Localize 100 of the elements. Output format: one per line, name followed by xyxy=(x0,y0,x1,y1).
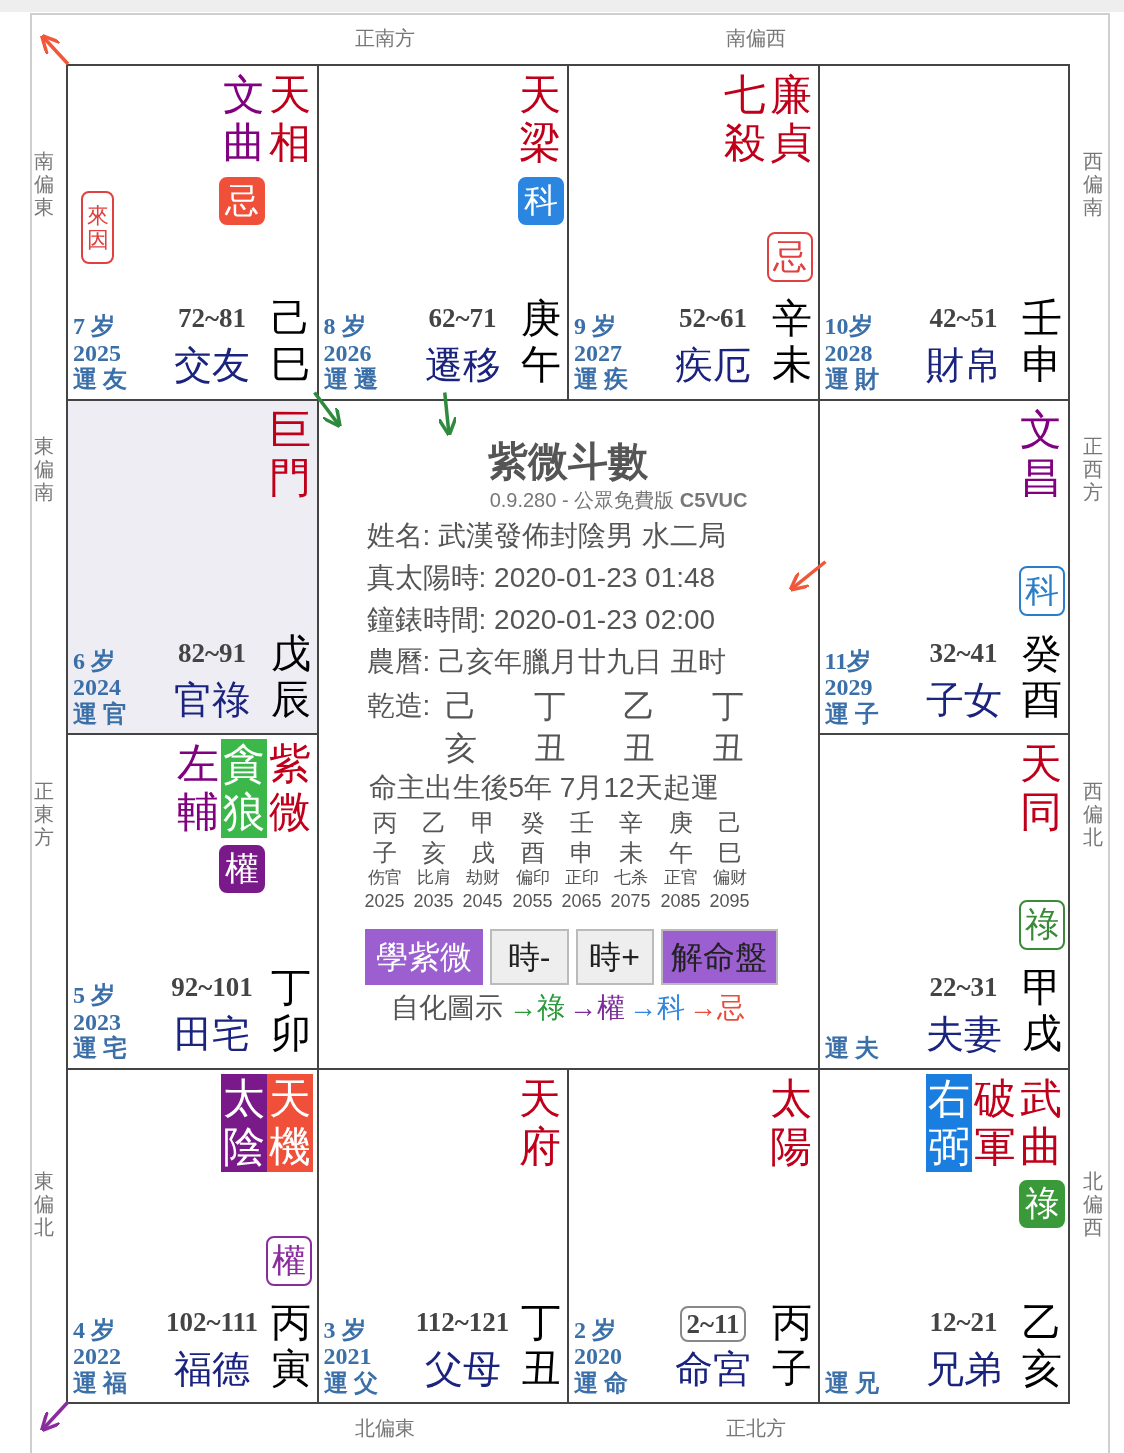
transform-arrow xyxy=(788,560,827,592)
pillar-character: 丑 xyxy=(710,728,745,767)
luck-branch: 未 xyxy=(617,838,644,868)
year-label: 2028 xyxy=(824,339,874,367)
yearly-luck-label: 運 官 xyxy=(73,700,127,727)
age-label: 6 岁 xyxy=(73,647,116,675)
pillar-character: 己 xyxy=(443,686,478,725)
transform-arrow xyxy=(313,391,342,429)
transform-arrow-legend: →祿 xyxy=(509,990,565,1025)
decade-range: 2~11 xyxy=(680,1305,746,1342)
stem-branch: 癸酉 xyxy=(1022,630,1062,723)
star-name: 太陽 xyxy=(768,1074,813,1172)
luck-year: 2075 xyxy=(609,890,652,913)
ten-god-label: 七杀 xyxy=(612,867,649,888)
stem-branch: 丙子 xyxy=(771,1299,812,1392)
decade-range: 52~61 xyxy=(678,302,747,335)
direction-label: 正南方 xyxy=(355,26,415,50)
direction-label: 正東方 xyxy=(34,780,54,849)
decade-range: 12~21 xyxy=(929,1305,998,1338)
chart-type-label: 乾造: xyxy=(366,688,431,723)
star-name: 廉貞 xyxy=(768,71,813,169)
stem-branch: 己巳 xyxy=(270,296,311,388)
luck-stem: 丙 xyxy=(371,808,398,838)
action-button: 時+ xyxy=(575,928,654,985)
transform-arrow-legend: →權 xyxy=(569,990,625,1025)
luck-branch: 午 xyxy=(667,838,694,868)
decade-range: 32~41 xyxy=(929,636,998,669)
luck-stem: 甲 xyxy=(469,808,496,838)
luck-stem: 己 xyxy=(716,808,743,838)
transform-arrow-legend: →科 xyxy=(629,990,685,1025)
luck-year: 2095 xyxy=(708,890,751,913)
pillar-character: 丁 xyxy=(710,686,745,725)
transform-badge: 權 xyxy=(219,845,265,893)
decade-range: 102~111 xyxy=(165,1305,259,1338)
star-name: 左輔 xyxy=(175,740,220,838)
stem-branch: 庚午 xyxy=(521,296,561,388)
transform-arrow xyxy=(39,1400,70,1433)
stem-branch: 戊辰 xyxy=(270,630,311,723)
yearly-luck-label: 運 子 xyxy=(824,700,879,727)
action-button: 時- xyxy=(489,928,569,985)
palace-name: 官祿 xyxy=(174,678,250,723)
birth-info: 真太陽時: 2020-01-23 01:48 xyxy=(366,560,716,595)
action-button: 學紫微 xyxy=(364,928,483,985)
luck-year: 2045 xyxy=(461,890,504,913)
transform-stamp: 權 xyxy=(266,1235,312,1286)
chart-title: 紫微斗數 xyxy=(488,437,648,485)
palace-name: 財帛 xyxy=(925,344,1002,388)
age-label: 5 岁 xyxy=(73,982,116,1009)
year-label: 2020 xyxy=(574,1343,623,1370)
highlighted-star-name: 貪狼 xyxy=(220,739,267,838)
yearly-luck-label: 運 兄 xyxy=(824,1369,879,1396)
decade-range: 72~81 xyxy=(177,302,246,335)
luck-branch: 子 xyxy=(371,838,398,868)
stem-branch: 丁丑 xyxy=(521,1299,561,1392)
palace-name: 交友 xyxy=(174,344,250,388)
star-name: 天府 xyxy=(518,1074,562,1172)
highlighted-star-name: 太陰 xyxy=(220,1073,267,1173)
birth-info: 農曆: 己亥年臘月廿九日 丑时 xyxy=(366,644,726,679)
version-info: 0.9.280 - 公眾免費版 C5VUC xyxy=(489,487,748,513)
luck-stem: 辛 xyxy=(617,808,644,838)
year-label: 2029 xyxy=(824,674,874,701)
decade-range: 62~71 xyxy=(428,302,497,335)
age-label: 9 岁 xyxy=(574,313,617,340)
luck-stem: 壬 xyxy=(568,808,595,838)
pillar-character: 乙 xyxy=(621,686,656,725)
palace-name: 田宅 xyxy=(174,1013,250,1057)
star-name: 巨門 xyxy=(267,405,312,503)
stem-branch: 壬申 xyxy=(1022,296,1062,388)
transform-stamp: 來因 xyxy=(81,191,114,264)
luck-year: 2055 xyxy=(511,890,554,913)
star-name: 武曲 xyxy=(1019,1074,1063,1172)
palace-cell xyxy=(66,398,319,735)
decade-range: 82~91 xyxy=(177,636,246,669)
stem-branch: 乙亥 xyxy=(1022,1299,1062,1392)
yearly-luck-label: 運 父 xyxy=(323,1369,378,1396)
action-button: 解命盤 xyxy=(660,928,778,985)
star-name: 天相 xyxy=(267,71,312,169)
transform-badge: 祿 xyxy=(1018,1179,1065,1228)
yearly-luck-label: 運 遷 xyxy=(323,366,378,393)
ten-god-label: 伤官 xyxy=(366,867,403,888)
luck-branch: 申 xyxy=(568,838,595,868)
direction-label: 東偏北 xyxy=(34,1170,54,1239)
palace-name: 子女 xyxy=(925,678,1002,723)
luck-branch: 巳 xyxy=(716,838,743,868)
yearly-luck-label: 運 疾 xyxy=(574,366,628,393)
age-label: 3 岁 xyxy=(323,1316,367,1344)
age-label: 2 岁 xyxy=(574,1316,617,1344)
palace-name: 命宮 xyxy=(675,1347,751,1392)
direction-label: 南偏東 xyxy=(34,150,54,219)
palace-cell xyxy=(66,1067,319,1404)
transform-stamp: 祿 xyxy=(1018,900,1065,950)
luck-year: 2025 xyxy=(363,890,406,913)
transform-stamp: 科 xyxy=(1018,565,1065,616)
highlighted-star-name: 天機 xyxy=(266,1073,313,1173)
star-name: 破軍 xyxy=(973,1074,1017,1172)
yearly-luck-label: 運 福 xyxy=(73,1369,127,1396)
palace-name: 疾厄 xyxy=(675,344,751,388)
palace-cell xyxy=(817,1067,1070,1404)
transform-arrow xyxy=(436,392,458,438)
luck-stem: 乙 xyxy=(420,808,447,838)
